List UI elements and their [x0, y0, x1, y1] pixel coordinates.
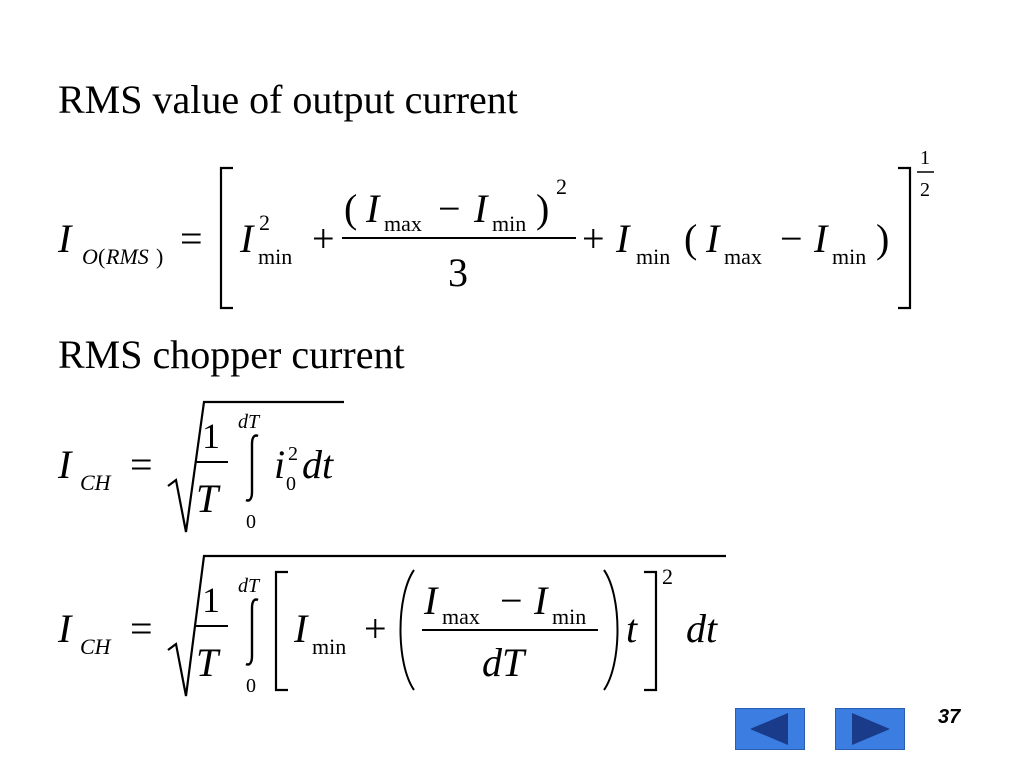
upper-limit: dT: [238, 411, 261, 433]
denominator-dt: dT: [482, 640, 527, 685]
svg-text:(: (: [684, 216, 697, 261]
right-bracket: [898, 166, 912, 310]
right-bracket: [644, 570, 658, 692]
equals-sign: =: [130, 442, 153, 487]
denominator-t: T: [196, 476, 221, 521]
svg-text:(: (: [344, 186, 357, 231]
equation-chopper-rms-expanded: I CH = 1 T dT 0 I min + I max − I min dT…: [57, 554, 726, 697]
superscript-2: 2: [662, 564, 673, 589]
minus-sign: −: [438, 186, 461, 231]
left-parenthesis: [399, 569, 415, 691]
differential-dt: dt: [302, 442, 334, 487]
symbol-i: I: [57, 216, 73, 261]
subscript-ch: CH: [80, 470, 112, 495]
heading-rms-output-current: RMS value of output current: [58, 77, 518, 122]
subscript-min: min: [258, 244, 292, 269]
subscript-max: max: [442, 604, 480, 629]
symbol-i: I: [615, 216, 631, 261]
denominator-t: T: [196, 640, 221, 685]
subscript-max: max: [384, 211, 422, 236]
upper-limit: dT: [238, 575, 261, 597]
svg-text:): ): [536, 186, 549, 231]
radical-sign: [167, 400, 344, 533]
superscript-2: 2: [259, 210, 270, 235]
exponent-denominator: 2: [920, 179, 930, 201]
numerator-1: 1: [202, 416, 220, 456]
superscript-2: 2: [288, 443, 298, 465]
equals-sign: =: [180, 216, 203, 261]
left-bracket: [274, 570, 288, 692]
symbol-i: I: [473, 186, 489, 231]
subscript-min: min: [636, 244, 670, 269]
subscript-0: 0: [286, 473, 296, 495]
symbol-i: I: [533, 578, 549, 623]
equation-output-rms: I O ( RMS ) = I 2 min + ( I max − I min …: [57, 147, 934, 310]
heading-rms-chopper-current: RMS chopper current: [58, 332, 405, 377]
triangle-left-icon: [750, 713, 788, 745]
symbol-i: I: [423, 578, 439, 623]
plus-sign: +: [364, 606, 387, 651]
denominator-3: 3: [448, 250, 468, 295]
differential-dt: dt: [686, 606, 718, 651]
minus-sign: −: [780, 216, 803, 261]
subscript-min: min: [832, 244, 866, 269]
svg-text:): ): [876, 216, 889, 261]
subscript-rms: RMS: [105, 244, 149, 269]
symbol-i: I: [293, 606, 309, 651]
subscript-ch: CH: [80, 634, 112, 659]
variable-i: i: [274, 442, 285, 487]
subscript-min: min: [492, 211, 526, 236]
equals-sign: =: [130, 606, 153, 651]
symbol-i: I: [57, 606, 73, 651]
previous-slide-button[interactable]: [735, 708, 805, 750]
variable-t: t: [626, 606, 638, 651]
symbol-i: I: [239, 216, 255, 261]
integral-sign: [245, 598, 259, 666]
triangle-right-icon: [852, 713, 890, 745]
equation-chopper-rms-integral: I CH = 1 T dT 0 i 2 0 dt: [57, 400, 344, 533]
symbol-i: I: [365, 186, 381, 231]
plus-sign: +: [312, 216, 335, 261]
plus-sign: +: [582, 216, 605, 261]
numerator-1: 1: [202, 580, 220, 620]
integral-sign: [245, 434, 259, 502]
symbol-i: I: [705, 216, 721, 261]
subscript-o: O: [82, 244, 98, 269]
subscript-min: min: [552, 604, 586, 629]
page-number: 37: [938, 706, 961, 728]
right-parenthesis: [603, 569, 619, 691]
left-bracket: [219, 166, 233, 310]
lower-limit: 0: [246, 675, 256, 697]
svg-text:): ): [156, 244, 163, 269]
minus-sign: −: [500, 578, 523, 623]
svg-text:(: (: [98, 244, 105, 269]
subscript-min: min: [312, 634, 346, 659]
next-slide-button[interactable]: [835, 708, 905, 750]
subscript-max: max: [724, 244, 762, 269]
superscript-2: 2: [556, 174, 567, 199]
lower-limit: 0: [246, 511, 256, 533]
exponent-numerator: 1: [920, 147, 930, 169]
radical-sign: [167, 554, 726, 697]
symbol-i: I: [57, 442, 73, 487]
symbol-i: I: [813, 216, 829, 261]
